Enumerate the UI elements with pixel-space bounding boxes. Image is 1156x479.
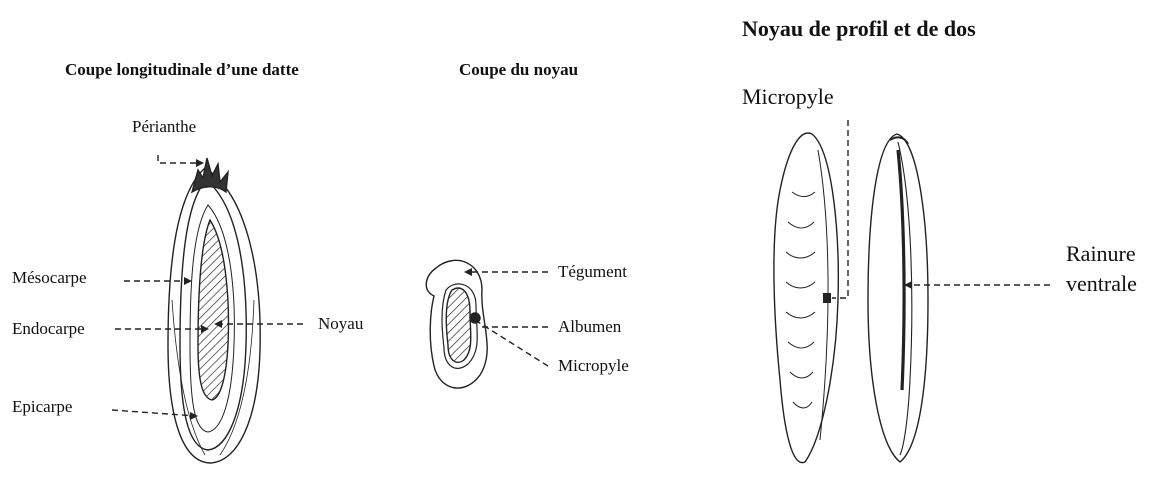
seed-views-title: Noyau de profil et de dos — [742, 18, 976, 40]
seed-profile-drawing — [774, 133, 838, 463]
seed-profile-wrinkles — [786, 192, 815, 408]
date-seed — [198, 220, 228, 400]
label-perianth: Périanthe — [132, 118, 196, 135]
label-tegument: Tégument — [558, 263, 627, 280]
label-seed: Noyau — [318, 315, 363, 332]
label-mesocarp: Mésocarpe — [12, 269, 87, 286]
label-micropyle-views: Micropyle — [742, 86, 834, 108]
label-endocarp: Endocarpe — [12, 320, 85, 337]
seed-views-leaders — [832, 120, 1050, 298]
label-ventral-groove-line2: ventrale — [1066, 273, 1137, 295]
label-micropyle-section: Micropyle — [558, 357, 629, 374]
seed-ventral-groove — [898, 150, 904, 390]
seed-section-arrowheads — [464, 268, 472, 276]
seed-dorsal-drawing — [868, 134, 928, 462]
seed-embryo — [446, 288, 471, 362]
seed-dorsal-outline — [868, 134, 928, 462]
label-epicarp: Epicarpe — [12, 398, 72, 415]
date-section-drawing — [168, 158, 260, 463]
label-albumen: Albumen — [558, 318, 621, 335]
label-ventral-groove-line1: Rainure — [1066, 243, 1136, 265]
seed-section-drawing — [426, 260, 487, 388]
date-section-title: Coupe longitudinale d’une datte — [65, 61, 299, 78]
seed-section-title: Coupe du noyau — [459, 61, 578, 78]
seed-profile-micropyle — [823, 293, 831, 303]
